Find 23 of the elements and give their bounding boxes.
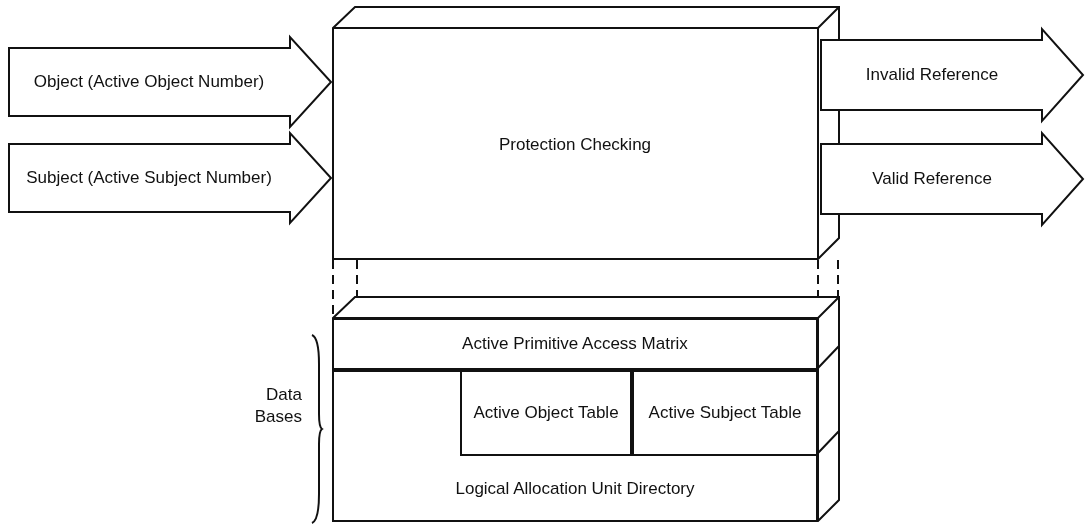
node-label: Active Object Table <box>473 402 619 424</box>
dashed-line <box>837 259 839 297</box>
table-section <box>332 318 818 370</box>
cuboid-box <box>332 6 840 260</box>
pointed-label-box <box>820 132 1084 226</box>
cuboid-box <box>332 296 840 522</box>
node-label: Active Primitive Access Matrix <box>462 333 688 355</box>
node-label: Valid Reference <box>872 168 992 190</box>
dashed-line <box>356 259 358 297</box>
node-label: Object (Active Object Number) <box>33 71 265 93</box>
node-label: Subject (Active Subject Number) <box>26 167 272 189</box>
table-section <box>460 370 632 456</box>
node-caption: Data Bases <box>253 384 302 428</box>
dashed-line <box>817 259 819 297</box>
pointed-label-box <box>820 28 1084 122</box>
node-label: Active Subject Table <box>648 402 802 424</box>
pointed-label-box <box>8 36 332 128</box>
table-section <box>632 370 818 456</box>
node-label: Invalid Reference <box>865 64 999 86</box>
node-label: Logical Allocation Unit Directory <box>455 478 695 500</box>
pointed-label-box <box>8 132 332 224</box>
table-section <box>332 370 818 522</box>
node-label: Protection Checking <box>498 134 652 156</box>
